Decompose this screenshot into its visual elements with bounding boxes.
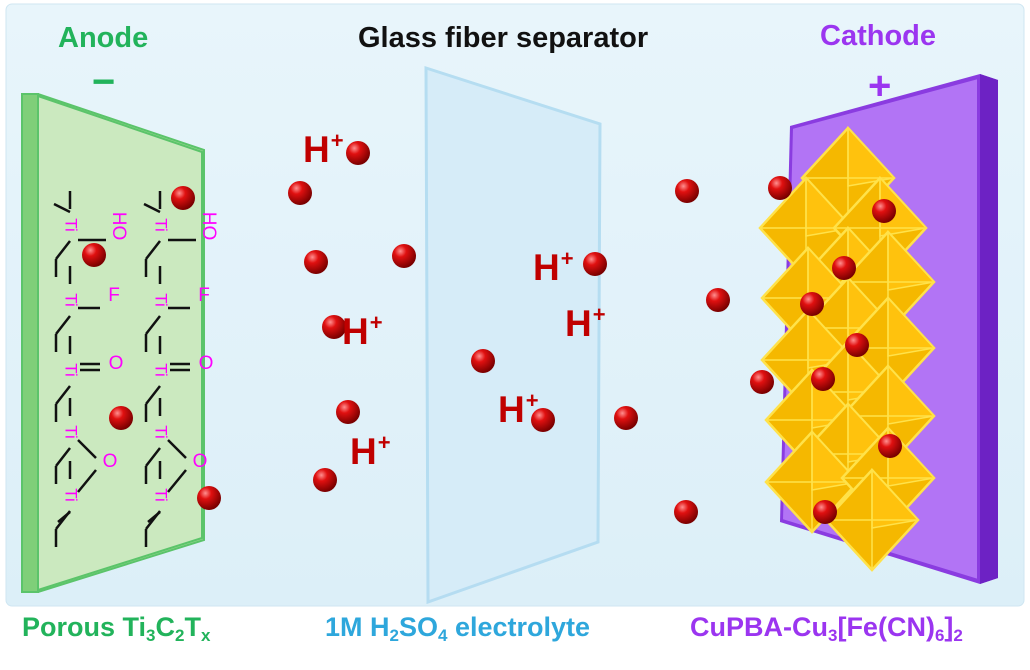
ti-atom-label: Ti	[152, 293, 171, 307]
proton-ball	[614, 406, 638, 430]
proton-ball	[288, 181, 312, 205]
ti-atom-label: Ti	[62, 218, 81, 232]
cathode-plus-sign: +	[868, 64, 892, 108]
proton-ball	[811, 367, 835, 391]
cathode-material-label: CuPBA-Cu3[Fe(CN)6]2	[690, 612, 963, 645]
terminal-group-label: HO	[198, 212, 219, 241]
ti-atom-label: Ti	[152, 425, 171, 439]
terminal-group-label: F	[108, 285, 120, 306]
terminal-group-label: HO	[108, 212, 129, 241]
proton-ball	[531, 408, 555, 432]
ti-atom-label: Ti	[62, 488, 81, 502]
bond-line	[77, 469, 97, 493]
terminal-group-label: O	[103, 451, 118, 472]
bond-line	[145, 240, 161, 260]
proton-ball	[872, 199, 896, 223]
bond-line	[143, 202, 161, 214]
bond-line	[57, 511, 71, 523]
proton-ball	[583, 252, 607, 276]
terminal-group-label: O	[199, 353, 214, 374]
proton-ball	[392, 244, 416, 268]
bond-line	[145, 315, 161, 335]
electrolyte-label: 1M H2SO4 electrolyte	[325, 612, 591, 645]
proton-ball	[675, 179, 699, 203]
bond-line	[145, 385, 161, 405]
proton-ball	[878, 434, 902, 458]
ti-atom-label: Ti	[62, 293, 81, 307]
proton-ball	[832, 256, 856, 280]
proton-ball	[750, 370, 774, 394]
bond-line	[55, 385, 71, 405]
proton-label: H+	[303, 128, 344, 170]
octahedron	[824, 468, 920, 572]
bond-line	[167, 439, 187, 459]
ti-atom-label: Ti	[152, 488, 171, 502]
anode-minus-sign: −	[92, 60, 116, 104]
separator-sheet	[424, 65, 602, 605]
proton-ball	[346, 141, 370, 165]
bond-line	[145, 447, 161, 467]
anode-material-label: Porous Ti3C2Tx	[22, 612, 211, 645]
proton-ball	[82, 243, 106, 267]
bond-line	[55, 240, 71, 260]
anode-title: Anode	[58, 22, 149, 54]
terminal-group-label: O	[193, 451, 208, 472]
proton-ball	[471, 349, 495, 373]
proton-ball	[313, 468, 337, 492]
proton-label: H+	[498, 388, 539, 430]
proton-label: H+	[350, 430, 391, 472]
proton-ball	[197, 486, 221, 510]
proton-ball	[322, 315, 346, 339]
proton-ball	[171, 186, 195, 210]
ti-atom-label: Ti	[152, 363, 171, 377]
proton-balls	[82, 141, 902, 524]
bond-line	[55, 447, 71, 467]
proton-label: H+	[565, 302, 606, 344]
proton-ball	[109, 406, 133, 430]
proton-ball	[813, 500, 837, 524]
proton-ball	[336, 400, 360, 424]
proton-ball	[674, 500, 698, 524]
proton-ball	[304, 250, 328, 274]
ti-atom-label: Ti	[62, 363, 81, 377]
cathode-title: Cathode	[820, 20, 936, 52]
proton-label: H+	[533, 246, 574, 288]
proton-ball	[800, 292, 824, 316]
terminal-group-label: O	[109, 353, 124, 374]
bond-line	[77, 439, 97, 459]
bond-line	[147, 511, 161, 523]
ti-atom-label: Ti	[152, 218, 171, 232]
proton-ball	[768, 176, 792, 200]
anode-electrode	[21, 93, 205, 593]
bond-line	[53, 202, 71, 214]
bond-line	[167, 469, 187, 493]
ti-atom-label: Ti	[62, 425, 81, 439]
bond-line	[55, 315, 71, 335]
separator-title: Glass fiber separator	[358, 22, 649, 54]
proton-ball	[706, 288, 730, 312]
terminal-group-label: F	[198, 285, 210, 306]
proton-label: H+	[342, 310, 383, 352]
proton-ball	[845, 333, 869, 357]
